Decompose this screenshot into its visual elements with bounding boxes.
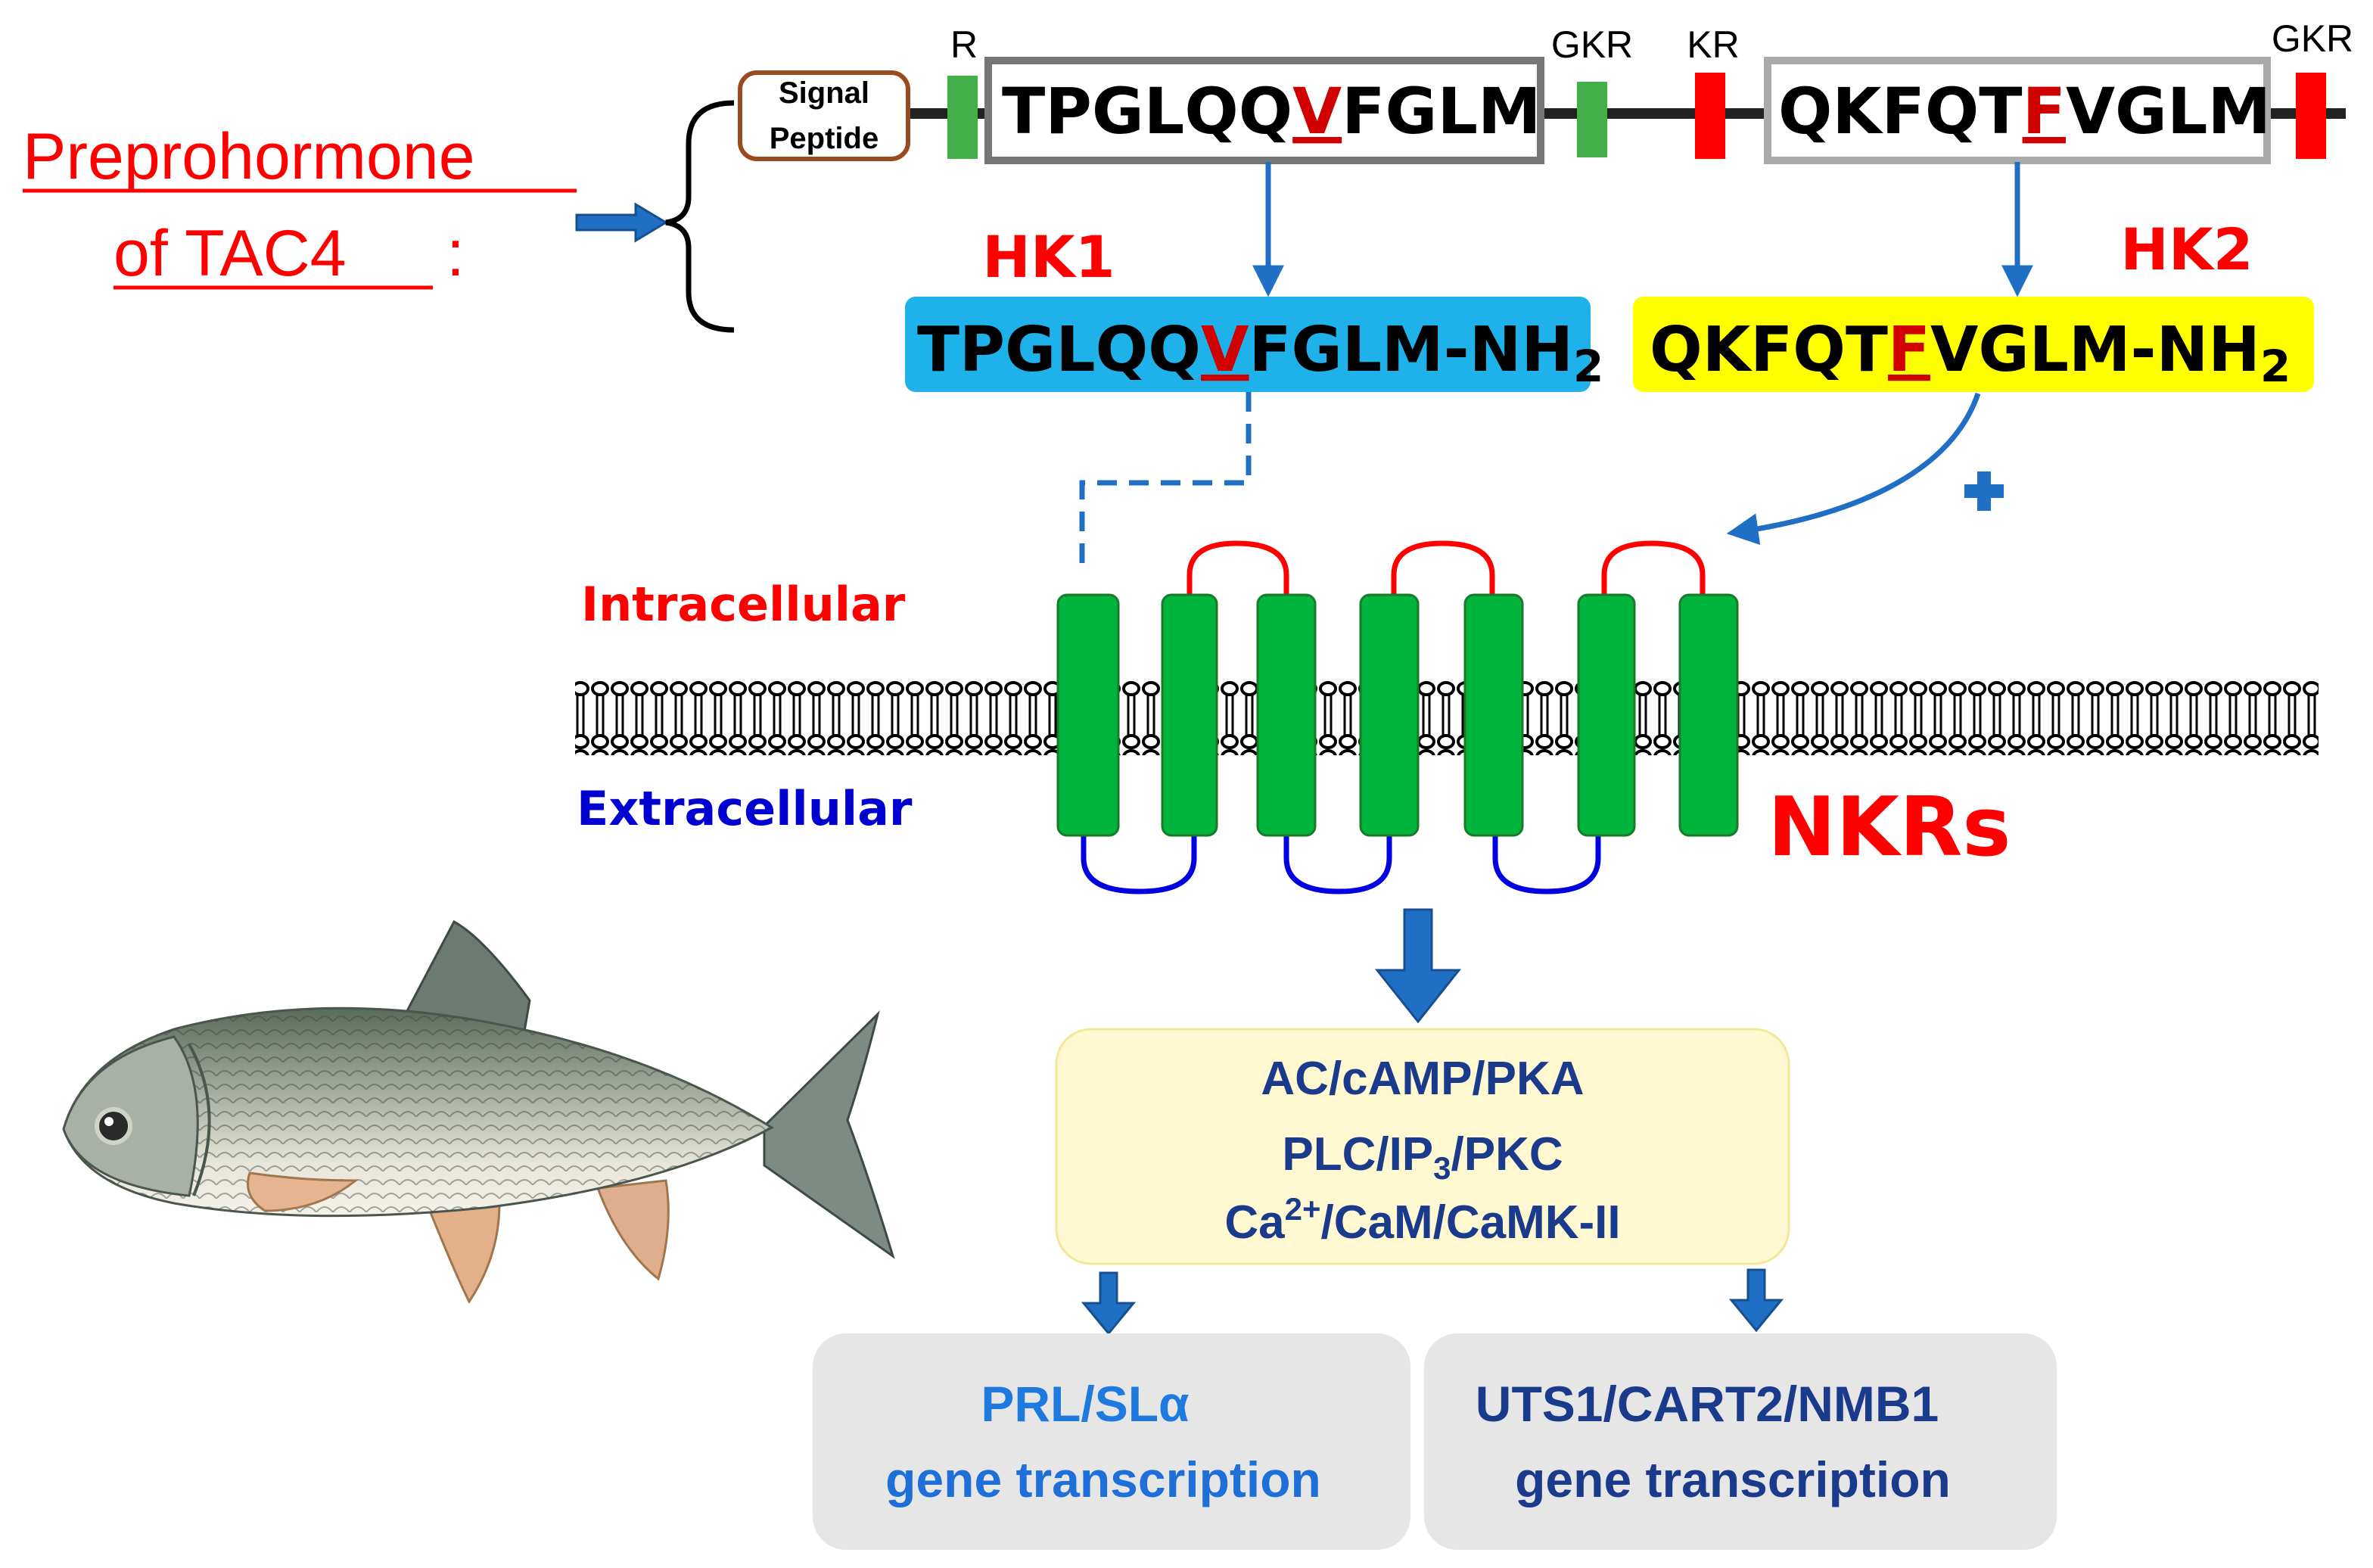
loop-red-1 — [1186, 540, 1289, 596]
hk2-activation-arrow — [1726, 392, 1981, 546]
hk1-label: HK1 — [982, 223, 1115, 291]
site-label-gkr-1: GKR — [1551, 23, 1633, 66]
output-left-line1: PRL/SLα — [981, 1376, 1189, 1432]
nk-receptor — [1056, 540, 1739, 894]
pathway-line1: AC/cAMP/PKA — [1261, 1053, 1584, 1105]
intracellular-label: Intracellular — [581, 577, 906, 632]
small-down-arrow-left-icon — [1081, 1271, 1137, 1336]
signal-peptide-label-2: Peptide — [770, 122, 879, 155]
output-box-left — [813, 1333, 1410, 1550]
helix-5 — [1463, 593, 1524, 837]
peptide2-box — [1764, 57, 2271, 164]
peptide1-sequence: TPGLQQVFGLM — [1002, 74, 1541, 148]
receptor-label: NKRs — [1768, 780, 2011, 875]
small-down-arrow-right-icon — [1728, 1268, 1784, 1333]
loop-red-2 — [1391, 540, 1495, 596]
pathway-line2: PLC/IP3/PKC — [1282, 1128, 1563, 1186]
hk1-box — [905, 297, 1591, 392]
loop-blue-3 — [1492, 834, 1601, 894]
loop-red-3 — [1601, 540, 1706, 596]
loop-blue-2 — [1283, 834, 1392, 894]
helix-6 — [1577, 593, 1636, 837]
peptide2-sequence: QKFQTFVGLM — [1778, 74, 2271, 148]
pathway-line3: Ca2+/CaM/CaMK-II — [1224, 1191, 1620, 1249]
hk1-dashed-connector — [1079, 392, 1252, 563]
hk2-label: HK2 — [2120, 216, 2253, 283]
hk1-sequence: TPGLQQVFGLM-NH2 — [917, 314, 1603, 392]
cleavage-site-kr — [1695, 73, 1725, 159]
signal-peptide-label-1: Signal — [779, 76, 869, 110]
bracket-arrow-icon — [575, 100, 735, 333]
signal-peptide-box — [738, 70, 910, 161]
loop-blue-1 — [1081, 834, 1197, 894]
title-colon: : — [446, 217, 465, 290]
extracellular-label: Extracellular — [577, 781, 913, 836]
site-label-r: R — [950, 23, 978, 66]
hk2-sequence: QKFQTFVGLM-NH2 — [1650, 314, 2291, 392]
site-label-gkr-2: GKR — [2272, 17, 2353, 60]
title-block: Preprohormone of TAC4 : — [23, 120, 577, 290]
output-right-line2: gene transcription — [1515, 1451, 1951, 1507]
peptide1-box — [984, 57, 1544, 164]
output-left-line2: gene transcription — [885, 1451, 1321, 1507]
title-line2: of TAC4 — [114, 217, 347, 290]
site-label-kr: KR — [1687, 23, 1739, 66]
helix-2 — [1161, 593, 1218, 837]
plus-icon — [1964, 471, 2004, 511]
cell-membrane — [575, 657, 2319, 764]
precursor-chain: Signal Peptide R GKR KR GKR TPGLQQVFGLM … — [738, 17, 2353, 164]
title-line1: Preprohormone — [23, 120, 475, 193]
signaling-pathways-box — [1055, 1028, 1790, 1265]
helix-1 — [1056, 593, 1120, 837]
helix-4 — [1359, 593, 1420, 837]
cleavage-site-gkr-2 — [2296, 73, 2326, 159]
output-box-right — [1424, 1333, 2057, 1550]
cleavage-site-gkr-1 — [1577, 82, 1607, 157]
output-right-line1: UTS1/CART2/NMB1 — [1476, 1376, 1939, 1432]
helix-7 — [1678, 593, 1739, 837]
helix-3 — [1256, 593, 1317, 837]
down-arrow-icon — [1374, 908, 1462, 1024]
grass-carp-fish-icon — [62, 919, 895, 1304]
cleavage-site-r — [947, 76, 978, 159]
hk2-box — [1633, 297, 2314, 392]
